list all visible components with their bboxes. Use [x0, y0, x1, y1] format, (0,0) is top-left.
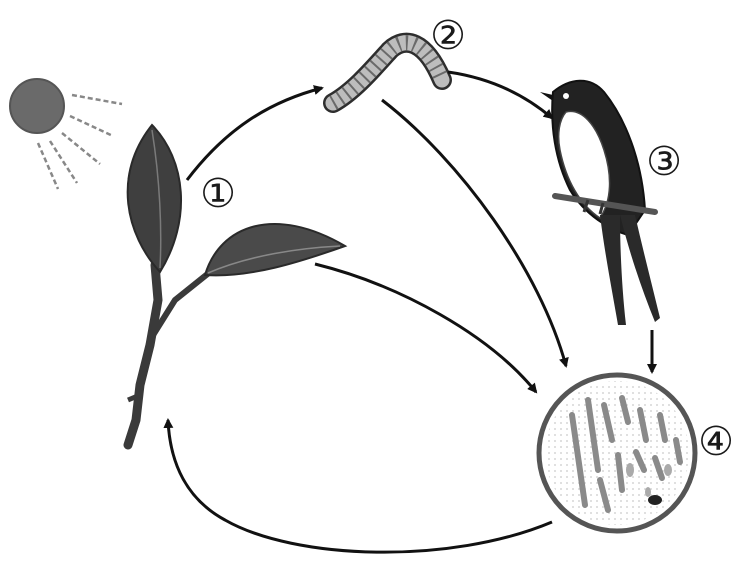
arrow-decomposer-to-plant [168, 420, 552, 552]
arrow-plant-to-caterpillar [187, 88, 322, 180]
bird-icon [540, 81, 660, 325]
arrow-caterpillar-to-bird [448, 72, 552, 118]
label-secondary-consumer: ③ [642, 140, 686, 184]
sun-icon [10, 79, 122, 189]
microbe-circle-icon [539, 375, 695, 531]
arrow-plant-to-decomposer [315, 264, 536, 392]
label-producer: ① [196, 172, 240, 216]
arrow-caterpillar-to-decomposer [382, 100, 566, 366]
label-decomposer: ④ [694, 420, 738, 464]
label-primary-consumer: ② [426, 14, 470, 58]
